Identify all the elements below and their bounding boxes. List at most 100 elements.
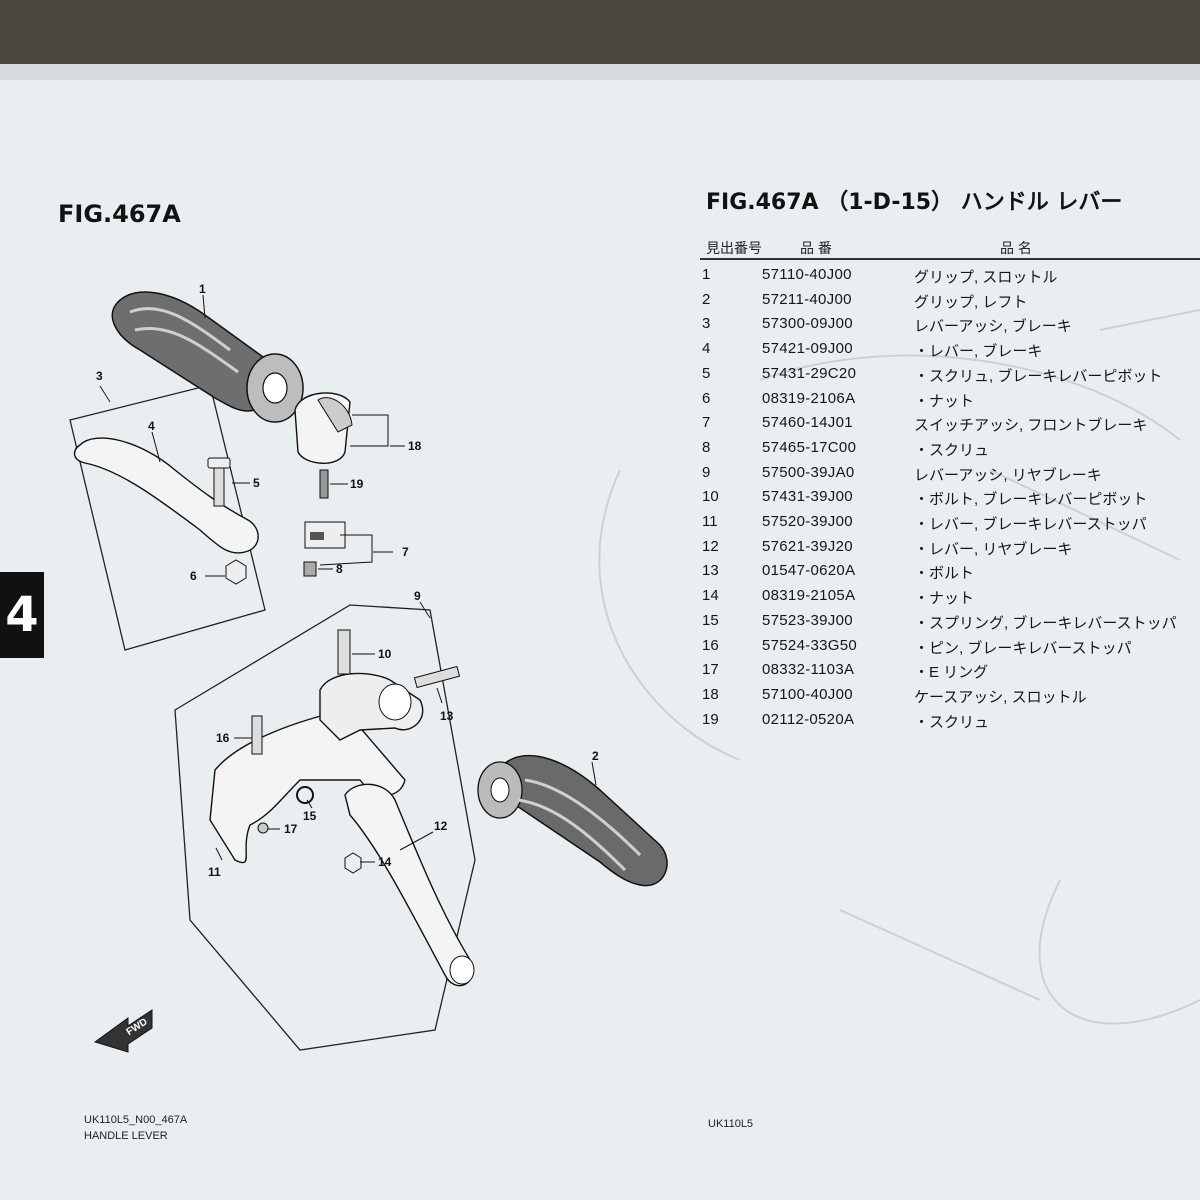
callout-17: 17 <box>284 822 298 836</box>
ref-number: 14 <box>702 587 719 605</box>
part-name: ・ピン, ブレーキレバーストッパ <box>914 639 1132 657</box>
part-number: 01547-0620A <box>762 562 856 580</box>
part-name: レバーアッシ, リヤブレーキ <box>914 466 1102 484</box>
part-name: ・E リング <box>914 664 989 682</box>
header-divider <box>700 258 1200 260</box>
callout-5: 5 <box>253 476 260 490</box>
part-name: ・レバー, リヤブレーキ <box>914 540 1073 558</box>
table-row: 14 08319-2105A ・ナット <box>700 587 1200 612</box>
part-number: 08319-2106A <box>762 389 856 407</box>
callout-6: 6 <box>190 569 197 583</box>
left-grip-part <box>477 754 668 887</box>
part-name: ・ナット <box>914 392 975 410</box>
ref-number: 19 <box>702 710 719 728</box>
part-number: 57431-29C20 <box>762 364 857 382</box>
rear-brake-lever-part <box>344 783 473 987</box>
callout-9: 9 <box>414 589 421 603</box>
table-row: 11 57520-39J00 ・レバー, ブレーキレバーストッパ <box>700 513 1200 538</box>
ref-number: 18 <box>702 685 719 703</box>
callout-18: 18 <box>408 439 422 453</box>
callout-8: 8 <box>336 562 343 576</box>
manual-page <box>0 80 1200 1200</box>
ref-number: 3 <box>702 315 711 333</box>
section-tab: 4 <box>0 572 44 658</box>
callout-14: 14 <box>378 855 392 869</box>
bleed-through-lines <box>598 309 1200 1025</box>
part-name: ・レバー, ブレーキ <box>914 343 1043 361</box>
part-number: 57621-39J20 <box>762 537 853 555</box>
screw-part <box>319 469 329 499</box>
part-name: ・ボルト, ブレーキレバーピボット <box>914 491 1148 509</box>
callout-10: 10 <box>378 647 392 661</box>
table-row: 2 57211-40J00 グリップ, レフト <box>700 291 1200 316</box>
bolt-part <box>413 665 461 689</box>
callout-7: 7 <box>402 545 409 559</box>
leader-lines <box>151 294 597 863</box>
part-number: 57520-39J00 <box>762 513 853 530</box>
pivot-screw-part <box>213 463 225 507</box>
footer-figure-code: UK110L5_N00_467A <box>84 1114 188 1126</box>
ref-number: 16 <box>702 636 719 654</box>
ref-number: 6 <box>702 389 711 407</box>
callout-12: 12 <box>434 819 448 833</box>
part-name: スイッチアッシ, フロントブレーキ <box>914 417 1148 435</box>
part-number: 57460-14J01 <box>762 414 853 432</box>
footer-caption: HANDLE LEVER <box>84 1130 168 1142</box>
pin-part <box>251 715 263 755</box>
part-name: ・スクリュ <box>914 713 990 731</box>
brake-lever-part <box>73 437 259 554</box>
callout-1: 1 <box>199 282 206 296</box>
e-ring-part <box>257 822 269 834</box>
part-number: 02112-0520A <box>762 710 855 728</box>
footer-model-code: UK110L5 <box>708 1118 754 1130</box>
ref-number: 2 <box>702 290 711 308</box>
ref-number: 9 <box>702 463 711 481</box>
ref-number: 11 <box>702 513 718 530</box>
callout-labels: 1 2 3 4 5 6 7 8 9 10 11 12 13 14 15 16 1… <box>96 282 599 879</box>
ref-number: 1 <box>702 266 711 283</box>
part-name: グリップ, レフト <box>914 293 1028 311</box>
part-number: 57100-40J00 <box>762 685 853 703</box>
table-row: 16 57524-33G50 ・ピン, ブレーキレバーストッパ <box>700 637 1200 662</box>
throttle-grip-part <box>111 291 304 423</box>
pivot-bolt-part <box>337 629 351 675</box>
part-number: 08319-2105A <box>762 587 856 605</box>
part-number: 57523-39J00 <box>762 611 853 629</box>
callout-4: 4 <box>148 419 155 433</box>
callout-11: 11 <box>208 865 221 879</box>
callout-15: 15 <box>303 809 317 823</box>
ref-number: 10 <box>702 488 719 506</box>
callout-2: 2 <box>592 749 599 763</box>
part-name: レバーアッシ, ブレーキ <box>914 318 1072 336</box>
part-name: ・スクリュ <box>914 441 990 459</box>
ref-number: 8 <box>702 438 711 456</box>
part-number: 08332-1103A <box>762 661 855 679</box>
part-number: 57465-17C00 <box>762 438 857 456</box>
part-number: 57500-39JA0 <box>762 463 855 481</box>
part-name: ・レバー, ブレーキレバーストッパ <box>914 516 1147 533</box>
callout-19: 19 <box>350 477 364 491</box>
table-row: 19 02112-0520A ・スクリュ <box>700 711 1200 736</box>
brake-lever-assembly-frame <box>69 384 266 651</box>
part-name: ・ナット <box>914 590 975 608</box>
header-part-no: 品 番 <box>800 240 832 256</box>
ref-number: 4 <box>702 340 711 358</box>
callout-3: 3 <box>96 369 103 383</box>
brake-switch-part <box>304 521 346 549</box>
part-number: 57211-40J00 <box>762 290 852 308</box>
nut-part <box>225 559 247 585</box>
part-name: グリップ, スロットル <box>914 269 1058 286</box>
part-number: 57524-33G50 <box>762 636 858 654</box>
